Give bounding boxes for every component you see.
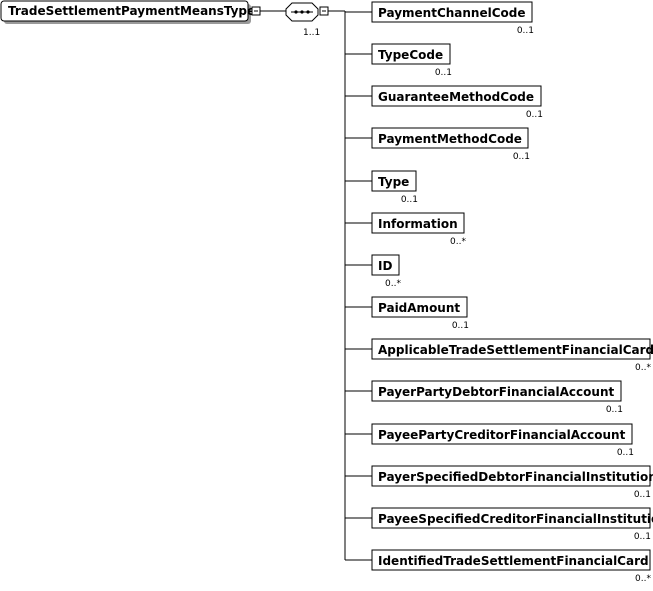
child-element-label: TypeCode <box>378 48 443 62</box>
child-element-box[interactable] <box>371 170 417 192</box>
child-element-label: ApplicableTradeSettlementFinancialCard <box>378 343 653 357</box>
child-element-box[interactable] <box>371 338 651 360</box>
child-element-label: ID <box>378 259 392 273</box>
child-element[interactable]: GuaranteeMethodCode 0..1 <box>345 85 543 120</box>
child-element-label: PaidAmount <box>378 301 460 315</box>
child-element[interactable]: PayerPartyDebtorFinancialAccount 0..1 <box>345 380 623 415</box>
child-element[interactable]: Type 0..1 <box>345 170 418 205</box>
child-element-box[interactable] <box>371 254 400 276</box>
child-element[interactable]: TypeCode 0..1 <box>345 43 452 78</box>
child-cardinality: 0..1 <box>513 152 530 162</box>
child-cardinality: 0..1 <box>517 26 534 36</box>
child-element-label: PaymentMethodCode <box>378 132 522 146</box>
child-element-box[interactable] <box>371 465 651 487</box>
child-element-box[interactable] <box>371 380 622 402</box>
child-element[interactable]: PaymentChannelCode 0..1 <box>345 1 534 36</box>
child-cardinality: 0..1 <box>526 110 543 120</box>
child-element[interactable]: PaidAmount 0..1 <box>345 296 469 331</box>
child-element-box[interactable] <box>371 127 529 149</box>
child-element-box[interactable] <box>371 85 542 107</box>
child-cardinality: 0..1 <box>452 321 469 331</box>
child-element-label: PayeePartyCreditorFinancialAccount <box>378 428 626 442</box>
child-element-label: Information <box>378 217 458 231</box>
child-element-label: PayerSpecifiedDebtorFinancialInstitution <box>378 470 653 484</box>
root-element[interactable]: TradeSettlementPaymentMeansType <box>0 0 255 24</box>
child-element-label: PayeeSpecifiedCreditorFinancialInstituti… <box>378 512 653 526</box>
child-element-box[interactable] <box>371 296 468 318</box>
root-collapse-toggle[interactable] <box>251 6 261 16</box>
child-element-label: IdentifiedTradeSettlementFinancialCard <box>378 554 649 568</box>
child-element-box[interactable] <box>371 423 633 445</box>
child-cardinality: 0..* <box>450 237 466 247</box>
child-element[interactable]: PayerSpecifiedDebtorFinancialInstitution… <box>345 465 653 500</box>
sequence-cardinality: 1..1 <box>303 28 320 38</box>
child-element-box[interactable] <box>371 549 651 571</box>
child-element-label: GuaranteeMethodCode <box>378 90 534 104</box>
child-element-box[interactable] <box>371 212 465 234</box>
child-element-box[interactable] <box>371 43 451 65</box>
child-element-label: Type <box>378 175 409 189</box>
child-element[interactable]: PayeePartyCreditorFinancialAccount 0..1 <box>345 423 634 458</box>
child-cardinality: 0..1 <box>617 448 634 458</box>
child-cardinality: 0..1 <box>401 195 418 205</box>
child-cardinality: 0..* <box>635 363 651 373</box>
child-element-box[interactable] <box>371 1 533 23</box>
child-cardinality: 0..* <box>385 279 401 289</box>
child-cardinality: 0..* <box>635 574 651 584</box>
child-cardinality: 0..1 <box>634 532 651 542</box>
sequence-collapse-toggle[interactable] <box>319 6 329 16</box>
child-element[interactable]: IdentifiedTradeSettlementFinancialCard 0.… <box>345 549 651 584</box>
child-cardinality: 0..1 <box>606 405 623 415</box>
child-element[interactable]: PayeeSpecifiedCreditorFinancialInstituti… <box>345 507 653 542</box>
child-element[interactable]: PaymentMethodCode 0..1 <box>345 127 530 162</box>
child-cardinality: 0..1 <box>435 68 452 78</box>
child-elements: PaymentChannelCode0..1TypeCode0..1Guaran… <box>345 1 653 584</box>
child-element[interactable]: Information 0..* <box>345 212 466 247</box>
child-element[interactable]: ApplicableTradeSettlementFinancialCard 0.… <box>345 338 653 373</box>
child-element-label: PayerPartyDebtorFinancialAccount <box>378 385 614 399</box>
child-element-label: PaymentChannelCode <box>378 6 526 20</box>
child-element-box[interactable] <box>371 507 651 529</box>
child-element[interactable]: ID 0..* <box>345 254 401 289</box>
root-element-label: TradeSettlementPaymentMeansType <box>8 4 255 18</box>
child-cardinality: 0..1 <box>634 490 651 500</box>
root-element-box[interactable] <box>0 0 249 22</box>
sequence-compositor[interactable] <box>285 2 319 22</box>
